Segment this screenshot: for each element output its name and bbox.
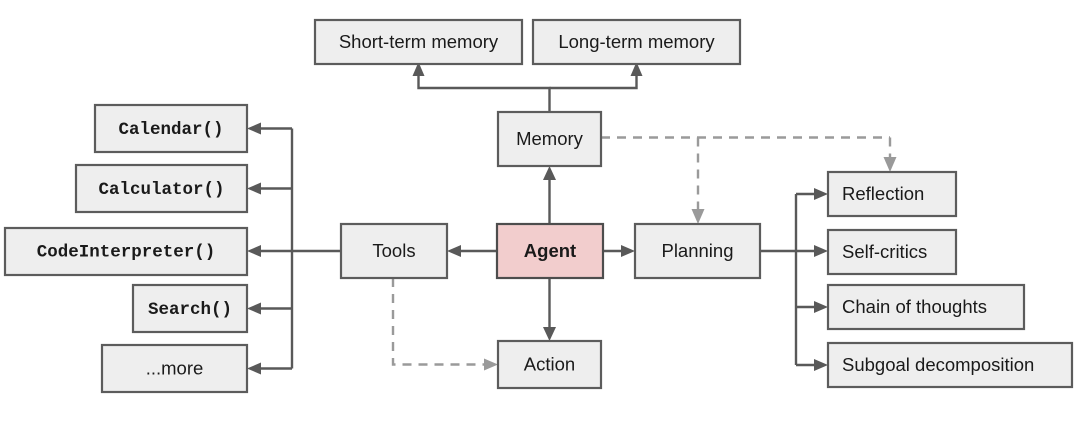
arrowhead-short-term-memory <box>412 62 425 76</box>
node-label-tools: Tools <box>372 240 415 261</box>
node-calendar[interactable]: Calendar() <box>93 103 249 154</box>
edge-agent-to-memory <box>543 166 556 224</box>
node-label-self-critics: Self-critics <box>842 241 927 262</box>
arrowhead-calculator <box>247 182 261 195</box>
edges-layer <box>247 62 897 375</box>
node-action[interactable]: Action <box>496 339 603 390</box>
arrowhead-tools <box>447 245 461 257</box>
node-tools[interactable]: Tools <box>339 222 449 280</box>
node-label-reflection: Reflection <box>842 183 924 204</box>
node-code-interpreter[interactable]: CodeInterpreter() <box>3 226 249 277</box>
node-chain-of-thoughts[interactable]: Chain of thoughts <box>826 283 1026 331</box>
node-more[interactable]: ...more <box>100 343 249 394</box>
node-label-more: ...more <box>146 357 204 378</box>
arrowhead-reflection <box>814 188 828 200</box>
node-label-planning: Planning <box>661 240 733 261</box>
arrowhead-calendar <box>247 122 261 135</box>
node-self-critics[interactable]: Self-critics <box>826 228 958 276</box>
arrowhead-subgoal-decomposition <box>814 359 828 371</box>
node-short-term-memory[interactable]: Short-term memory <box>313 18 524 66</box>
node-label-chain-of-thoughts: Chain of thoughts <box>842 296 987 317</box>
edge-agent-to-tools <box>447 245 497 257</box>
node-reflection[interactable]: Reflection <box>826 170 958 218</box>
edge-tools-to-tool-boxes <box>247 122 341 375</box>
node-memory[interactable]: Memory <box>496 110 603 168</box>
node-label-calendar: Calendar() <box>118 120 223 140</box>
edge-memory-to-memories <box>412 62 643 112</box>
node-label-agent: Agent <box>524 240 576 261</box>
node-label-code-interpreter: CodeInterpreter() <box>37 243 216 263</box>
arrowhead-memory <box>543 166 556 180</box>
arrowhead-search <box>247 302 261 315</box>
node-search[interactable]: Search() <box>131 283 249 334</box>
nodes-layer: Short-term memory Long-term memory Memor… <box>3 18 1074 394</box>
arrowhead-action <box>543 327 556 341</box>
arrowhead-more <box>247 362 261 375</box>
node-label-search: Search() <box>148 300 232 320</box>
arrowhead-chain-of-thoughts <box>814 301 828 313</box>
node-label-calculator: Calculator() <box>98 180 224 200</box>
node-label-subgoal-decomposition: Subgoal decomposition <box>842 354 1034 375</box>
node-label-long-term-memory: Long-term memory <box>558 31 715 52</box>
node-long-term-memory[interactable]: Long-term memory <box>531 18 742 66</box>
node-label-short-term-memory: Short-term memory <box>339 31 499 52</box>
node-label-memory: Memory <box>516 128 584 149</box>
arrowhead-self-critics <box>814 245 828 257</box>
arrowhead-planning-dashed <box>691 209 705 224</box>
edge-memory-dashed-branches <box>601 136 897 224</box>
node-planning[interactable]: Planning <box>633 222 762 280</box>
arrowhead-reflection-dashed <box>883 157 897 172</box>
node-label-action: Action <box>524 353 575 374</box>
edge-tools-to-action-dashed <box>391 278 498 371</box>
edge-agent-to-action <box>543 278 556 341</box>
arrowhead-long-term-memory <box>630 62 643 76</box>
node-calculator[interactable]: Calculator() <box>74 163 249 214</box>
edge-planning-to-strategy-boxes <box>760 188 828 371</box>
node-subgoal-decomposition[interactable]: Subgoal decomposition <box>826 341 1074 389</box>
arrowhead-action-dashed <box>484 358 498 371</box>
node-agent[interactable]: Agent <box>495 222 605 280</box>
edge-agent-to-planning <box>603 245 635 257</box>
arrowhead-planning <box>621 245 635 257</box>
arrowhead-code-interpreter <box>247 245 261 257</box>
